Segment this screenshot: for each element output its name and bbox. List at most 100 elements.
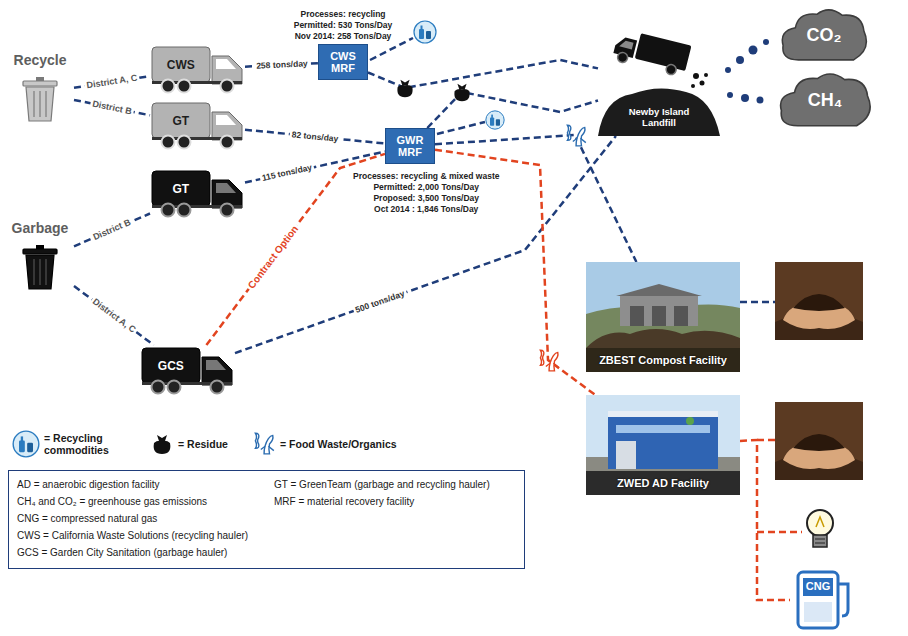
legend-residue-bag <box>154 435 171 454</box>
mrf-box: CWS MRFProcesses: recyclingPermitted: 53… <box>318 44 368 80</box>
truck-icon <box>150 168 245 218</box>
truck-body: GCS <box>142 348 200 383</box>
compost-hands <box>775 262 863 340</box>
truck-icon <box>150 100 245 150</box>
legend-recycling-icon <box>13 431 39 457</box>
flow-line <box>74 286 154 345</box>
legend-label: = Food Waste/Organics <box>280 438 430 450</box>
flow-line <box>206 154 385 345</box>
emission-dots <box>725 39 769 104</box>
recycling-icon <box>414 21 436 43</box>
process-notes: Processes: recycling & mixed wastePermit… <box>353 171 499 215</box>
legend-food-waste-icon <box>255 433 273 454</box>
recycling-truck: CWS <box>150 44 245 94</box>
output-line <box>740 301 775 304</box>
flow-line <box>427 92 598 128</box>
pump-shape <box>790 570 858 630</box>
glossary-entry: CNG = compressed natural gas <box>17 512 262 525</box>
compost-facility: ZBEST Compost Facility <box>586 262 740 372</box>
recycle-bin: Recycle <box>6 52 74 134</box>
truck-body: GT <box>152 103 210 138</box>
compost-hands <box>775 402 863 480</box>
flow-label: District A, C <box>84 72 140 91</box>
truck-body: GT <box>152 171 210 206</box>
output-line <box>370 38 413 60</box>
flow-label: Contract Option <box>245 221 302 292</box>
glossary-column: AD = anaerobic digestion facilityCH₄ and… <box>17 478 262 563</box>
truck-label: GT <box>173 182 190 196</box>
bin-shape <box>20 243 60 291</box>
flow-label: 82 tons/day <box>289 129 341 145</box>
facility-label: ZBEST Compost Facility <box>597 354 729 367</box>
gas-label: CO₂ <box>807 25 842 45</box>
fuel-label: CNG <box>803 580 833 593</box>
bin-label: Recycle <box>14 52 67 69</box>
ad-facility: ZWED AD Facility <box>586 395 740 495</box>
truck-label: CWS <box>167 58 195 72</box>
recycling-truck: GT <box>150 100 245 150</box>
glossary-entry: GT = GreenTeam (garbage and recycling ha… <box>274 478 519 491</box>
bin-shape <box>20 75 60 123</box>
landfill-label: Newby Island Landfill <box>616 106 702 128</box>
residue-bag <box>397 80 412 97</box>
truck-icon <box>140 345 235 395</box>
landfill: Newby Island Landfill <box>598 28 720 136</box>
glossary-entry: MRF = material recovery facility <box>274 495 519 508</box>
garbage-truck: GT <box>150 168 245 218</box>
process-note: Permitted: 2,000 Tons/Day <box>353 182 499 193</box>
output-line <box>757 439 775 442</box>
flow-label: District A, C <box>88 295 139 337</box>
truck-shape <box>150 44 245 94</box>
facility-label: ZWED AD Facility <box>615 477 711 490</box>
recycling-icon <box>486 111 504 129</box>
cng-pump: CNG <box>790 570 858 630</box>
flow-label: 500 tons/day <box>352 287 408 316</box>
glossary-column: GT = GreenTeam (garbage and recycling ha… <box>274 478 519 563</box>
flow-line <box>235 136 616 353</box>
legend-label: = Recycling commodities <box>44 432 126 456</box>
glossary-entry: CH₄ and CO₂ = greenhouse gas emissions <box>17 495 262 508</box>
truck-body: CWS <box>152 47 210 82</box>
process-note: Permitted: 530 Tons/Day <box>294 20 393 31</box>
food-waste-icon <box>567 125 585 146</box>
process-note: Processes: recycling <box>294 9 393 20</box>
truck-label: GT <box>173 114 190 128</box>
mrf-label: CWS MRF <box>325 50 361 74</box>
glossary-entry: GCS = Garden City Sanitation (garbage ha… <box>17 546 262 559</box>
process-note: Oct 2014 : 1,846 Tons/Day <box>353 204 499 215</box>
truck-icon <box>150 44 245 94</box>
gas-cloud: CH₄ <box>776 70 874 130</box>
bin-label: Garbage <box>12 220 69 237</box>
output-line <box>757 531 802 534</box>
glossary-entry: AD = anaerobic digestion facility <box>17 478 262 491</box>
process-note: Processes: recycling & mixed waste <box>353 171 499 182</box>
glossary-entry: CWS = California Waste Solutions (recycl… <box>17 529 262 542</box>
process-note: Nov 2014: 258 Tons/Day <box>294 31 393 42</box>
flow-line <box>74 214 150 247</box>
bin-icon <box>20 75 60 123</box>
truck-shape <box>150 100 245 150</box>
flow-label: 115 tons/day <box>259 162 315 185</box>
pump-icon <box>790 570 858 630</box>
output-line <box>437 122 485 134</box>
residue-bag <box>454 84 469 101</box>
garbage-bin: Garbage <box>6 220 74 302</box>
garbage-truck: GCS <box>140 345 235 395</box>
flow-label: 258 tons/day <box>254 58 310 72</box>
bin-icon <box>20 243 60 291</box>
abbreviation-box: AD = anaerobic digestion facilityCH₄ and… <box>8 470 525 569</box>
mrf-label: GWR MRF <box>392 134 428 158</box>
flow-label: District B <box>90 216 135 244</box>
food-waste-icon <box>540 350 558 371</box>
gas-label: CH₄ <box>808 90 843 110</box>
truck-shape <box>140 345 235 395</box>
truck-shape <box>150 168 245 218</box>
flow-label: District B <box>89 98 134 118</box>
gas-cloud: CO₂ <box>778 6 870 64</box>
process-note: Proposed: 3,500 Tons/Day <box>353 193 499 204</box>
legend-label: = Residue <box>178 438 268 450</box>
truck-label: GCS <box>158 359 184 373</box>
process-notes: Processes: recyclingPermitted: 530 Tons/… <box>294 9 393 42</box>
light-bulb <box>807 510 833 547</box>
